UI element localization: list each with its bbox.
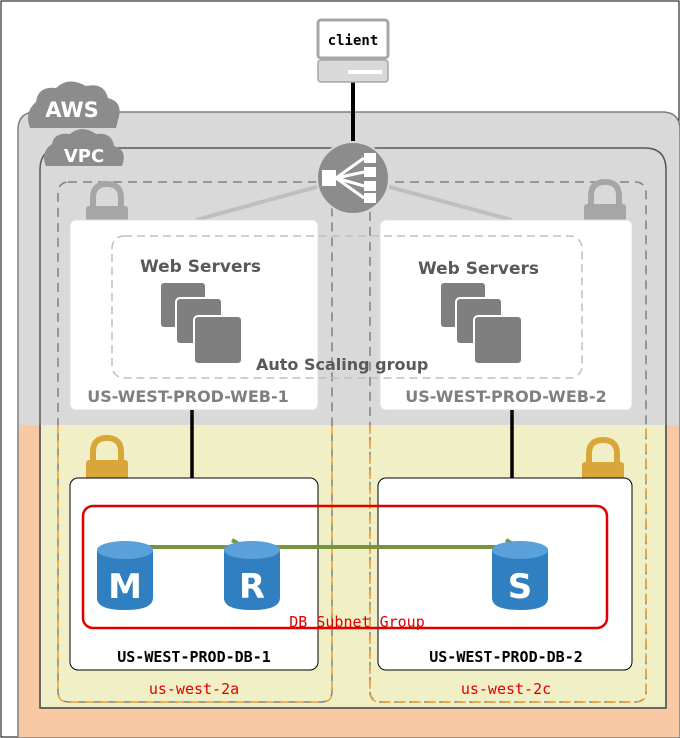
db-subnet-2-label: US-WEST-PROD-DB-2 bbox=[429, 648, 583, 666]
load-balancer-icon bbox=[316, 141, 390, 215]
aws-label: AWS bbox=[45, 98, 99, 122]
availability-zone-a-boundary bbox=[57, 181, 333, 703]
database-master-icon: M bbox=[97, 541, 153, 610]
vpc-label: VPC bbox=[64, 146, 104, 167]
db-master-label: M bbox=[108, 567, 142, 607]
web-servers-label-2: Web Servers bbox=[418, 259, 539, 279]
web-server-instances-icon bbox=[159, 281, 243, 365]
availability-zone-a-label: us-west-2a bbox=[149, 680, 239, 698]
database-replica-icon: R bbox=[224, 541, 280, 610]
db-replica-label: R bbox=[239, 567, 265, 607]
vpc-cloud-icon: VPC bbox=[44, 129, 124, 167]
web-servers-label-1: Web Servers bbox=[140, 257, 261, 277]
db-standby-label: S bbox=[508, 567, 533, 607]
db-subnet-1-box bbox=[69, 477, 319, 671]
web-server-instances-icon bbox=[439, 281, 523, 365]
client-label: client bbox=[328, 33, 379, 49]
auto-scaling-group-label: Auto Scaling group bbox=[256, 355, 428, 374]
web-subnet-1-label: US-WEST-PROD-WEB-1 bbox=[87, 387, 288, 406]
db-subnet-group-label: DB Subnet Group bbox=[289, 613, 424, 631]
availability-zone-c-label: us-west-2c bbox=[461, 680, 551, 698]
aws-cloud-icon: AWS bbox=[28, 81, 120, 128]
db-subnet-group-boundary bbox=[81, 504, 609, 630]
web-subnet-2-label: US-WEST-PROD-WEB-2 bbox=[405, 387, 606, 406]
auto-scaling-group-boundary bbox=[111, 235, 583, 379]
database-standby-icon: S bbox=[492, 541, 548, 610]
db-subnet-1-label: US-WEST-PROD-DB-1 bbox=[117, 648, 271, 666]
client-computer-icon: client bbox=[316, 18, 390, 83]
